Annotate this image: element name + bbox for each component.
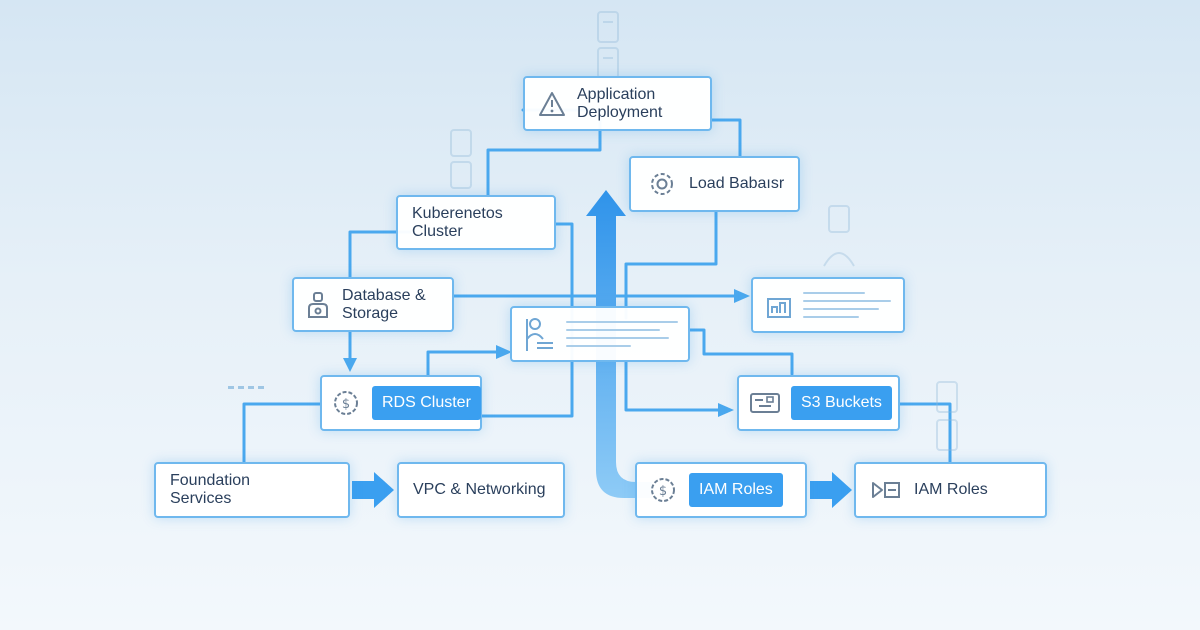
kubernetes-cluster-label: Kuberenetos Cluster [412,204,503,240]
background-server-icon [597,11,619,79]
document-person-icon [522,314,556,354]
iam-to-iam-arrow [810,472,852,508]
arrowhead-to-db [343,358,357,372]
background-dots [228,386,264,389]
arrowhead-to-right-panel [734,289,750,303]
rds-cluster-label: RDS Cluster [372,386,481,420]
iam-roles-label-right: IAM Roles [914,481,988,498]
iam-roles-node-left[interactable]: $ IAM Roles [635,462,807,518]
center-info-panel[interactable] [510,306,690,362]
connector-rds-to-foundation [242,402,322,464]
iam-roles-label-left: IAM Roles [689,473,783,507]
background-server-icon [823,205,855,267]
rds-cluster-node[interactable]: $ RDS Cluster [320,375,482,431]
kubernetes-cluster-node[interactable]: Kuberenetos Cluster [396,195,556,250]
vpc-networking-label: VPC & Networking [413,481,546,498]
warning-triangle-icon [537,89,567,119]
database-storage-label: Database & Storage [342,286,426,322]
arrowhead-to-center [496,345,512,359]
right-panel-text-lines [803,292,891,318]
connector-center-to-s3 [688,328,794,376]
s3-buckets-node[interactable]: S3 Buckets [737,375,900,431]
application-deployment-node[interactable]: Application Deployment [523,76,712,131]
svg-text:$: $ [659,484,667,499]
application-deployment-label: Application Deployment [577,85,663,121]
foundation-to-vpc-arrow [352,472,394,508]
arrowhead-to-s3 [718,403,734,417]
connector-k8s-to-db [348,230,412,280]
dollar-gear-icon: $ [332,389,360,417]
foundation-services-node[interactable]: Foundation Services [154,462,350,518]
connector-center-to-s3-lower [624,360,724,412]
connector-s3-to-iam-right [898,402,952,464]
gear-icon [647,169,677,199]
iam-roles-node-right[interactable]: IAM Roles [854,462,1047,518]
foundation-services-label: Foundation Services [170,472,251,507]
background-server-icon [936,381,958,451]
database-icon [304,290,332,320]
load-balancer-node[interactable]: Load Babaısr [629,156,800,212]
storage-bucket-icon [749,389,781,417]
background-server-icon [450,129,472,189]
load-balancer-label: Load Babaısr [689,175,785,192]
connector-rds-to-center [426,350,502,378]
shield-key-icon [870,476,902,504]
svg-text:$: $ [342,397,350,412]
dollar-gear-icon: $ [649,476,677,504]
connector-app-to-lb [710,118,742,158]
right-info-panel[interactable] [751,277,905,333]
database-storage-node[interactable]: Database & Storage [292,277,454,332]
main-upward-arrow [586,190,652,498]
center-panel-text-lines [566,321,678,347]
vpc-networking-node[interactable]: VPC & Networking [397,462,565,518]
connector-lb-to-center [624,210,718,320]
document-chart-icon [765,290,793,320]
s3-buckets-label: S3 Buckets [791,386,892,420]
